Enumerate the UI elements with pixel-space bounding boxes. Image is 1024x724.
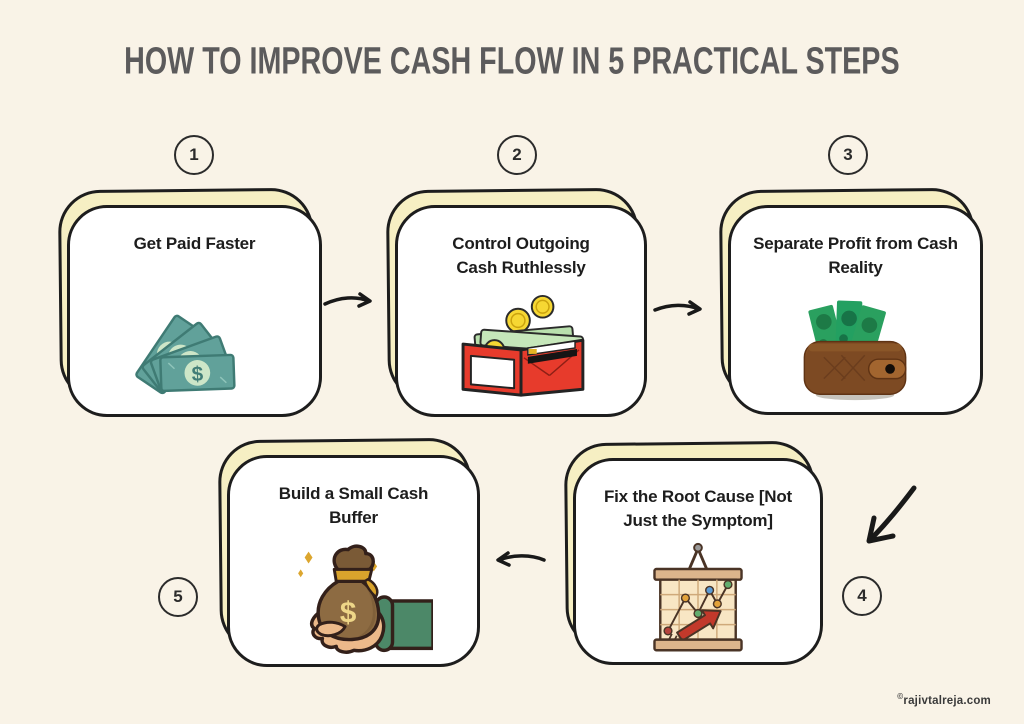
step-number-3: 3 (828, 135, 868, 175)
fanned-dollar-bills-icon: $ $ $ $ (116, 258, 274, 414)
page-title-text: HOW TO IMPROVE CASH FLOW IN 5 PRACTICAL … (124, 40, 900, 83)
brown-wallet-cash-icon (793, 282, 918, 412)
arrow-step4-to-step5 (496, 551, 546, 567)
page-title: HOW TO IMPROVE CASH FLOW IN 5 PRACTICAL … (0, 40, 1024, 83)
card-face: Get Paid Faster $ $ $ (67, 205, 322, 417)
card-face: Build a Small Cash Buffer $ (227, 455, 480, 667)
step-card-1: Get Paid Faster $ $ $ (57, 187, 322, 417)
step-number-5: 5 (158, 577, 198, 617)
hand-holding-money-bag-icon: $ (275, 532, 433, 664)
step-card-2: Control Outgoing Cash Ruthlessly (385, 187, 647, 417)
arrow-step2-to-step3 (653, 300, 702, 316)
growth-chart-board-icon (640, 535, 756, 662)
step-number-1: 1 (174, 135, 214, 175)
copyright-symbol: © (897, 692, 904, 702)
step-label: Get Paid Faster (133, 234, 256, 253)
svg-text:$: $ (191, 363, 204, 386)
step-label: Separate Profit from Cash Reality (753, 234, 958, 278)
card-face: Separate Profit from Cash Reality (728, 205, 983, 415)
arrow-step3-to-step4 (866, 485, 917, 544)
watermark-text: rajivtalreja.com (903, 695, 991, 707)
card-face: Fix the Root Cause [Not Just the Symptom… (573, 458, 823, 665)
step-label: Fix the Root Cause [Not Just the Symptom… (603, 487, 793, 531)
card-face: Control Outgoing Cash Ruthlessly (395, 205, 647, 417)
step-number-4: 4 (842, 576, 882, 616)
svg-text:$: $ (339, 597, 356, 630)
step-card-5: Build a Small Cash Buffer $ (217, 437, 480, 667)
step-label: Build a Small Cash Buffer (278, 484, 429, 528)
step-label: Control Outgoing Cash Ruthlessly (452, 234, 590, 278)
open-wallet-cash-coins-icon (446, 282, 596, 414)
step-card-3: Separate Profit from Cash Reality (718, 187, 983, 415)
arrow-step1-to-step2 (323, 292, 372, 308)
watermark: ©rajivtalreja.com (897, 692, 991, 707)
step-number-2: 2 (497, 135, 537, 175)
step-card-4: Fix the Root Cause [Not Just the Symptom… (563, 440, 823, 665)
